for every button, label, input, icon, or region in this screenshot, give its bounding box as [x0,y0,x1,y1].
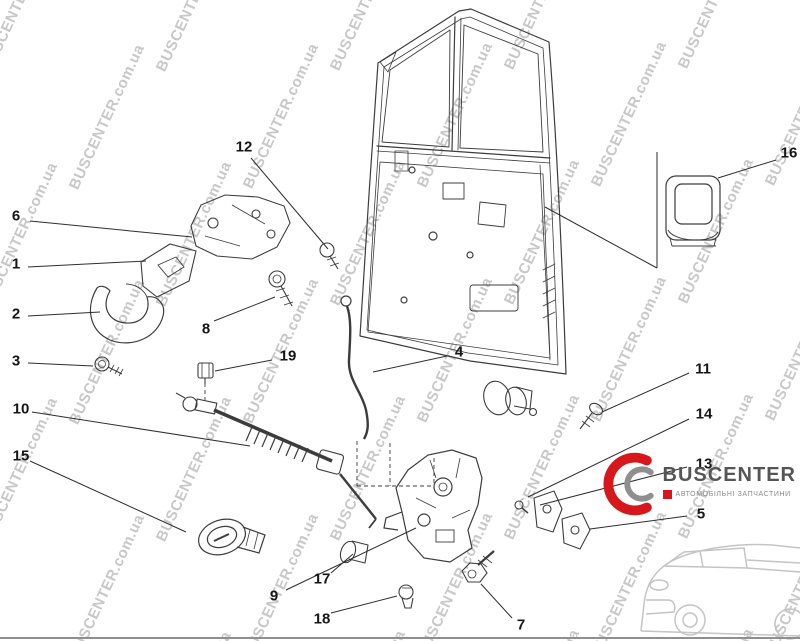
part-label-8: 8 [201,320,211,338]
part-7-hex-bolt [461,550,495,583]
part-11-screw [579,402,603,430]
part-10-linkage-rod-assembly [175,383,377,529]
part-15-lock-cylinder [197,518,266,556]
buscenter-logo: BUSCENTER АВТОМОБІЛЬНІ ЗАПЧАСТИНИ [596,444,796,529]
part-label-3: 3 [11,352,21,370]
part-2-door-pull-handle [89,283,165,344]
part-label-9: 9 [269,587,279,605]
part-14-pin [514,500,529,514]
part-19-clip [197,362,214,384]
part-8-bolt [268,270,294,307]
part-4-lock-rod [340,295,369,440]
part-label-16: 16 [780,144,798,162]
part-label-7: 7 [516,616,526,634]
part-9-door-lock-assembly [383,449,483,563]
part-label-1: 1 [11,255,21,273]
logo-text-block: BUSCENTER АВТОМОБІЛЬНІ ЗАПЧАСТИНИ [662,464,796,499]
logo-brand: BUSCENTER [662,464,796,486]
logo-tagline-row: АВТОМОБІЛЬНІ ЗАПЧАСТИНИ [662,490,796,499]
part-5-bracket [561,512,591,550]
construction-lines [356,441,435,487]
part-label-17: 17 [313,570,331,588]
part-label-12: 12 [235,138,253,156]
leader-lines [27,152,777,619]
part-label-4: 4 [454,343,464,361]
part-label-15: 15 [12,447,30,465]
bottom-divider [0,637,800,639]
logo-tagline: АВТОМОБІЛЬНІ ЗАПЧАСТИНИ [675,491,791,498]
part-label-6: 6 [11,207,21,225]
door-illustration [359,8,567,375]
part-label-10: 10 [12,400,30,418]
part-label-5: 5 [696,505,706,523]
part-3-screw [94,356,124,377]
part-label-2: 2 [11,305,21,323]
door-lock-actuator [483,380,538,417]
part-label-14: 14 [695,405,713,423]
van-sketch [640,543,800,640]
logo-badge-icon [662,490,672,499]
part-label-19: 19 [279,347,297,365]
part-label-13: 13 [695,455,713,473]
part-16-rubber-boot [665,175,721,247]
part-label-11: 11 [695,360,711,378]
part-13-bracket [533,490,563,533]
part-12-bolt [319,242,340,270]
buscenter-logo-mark [603,452,654,516]
part-6-interior-handle-bracket [190,194,291,260]
part-1-handle-gasket [140,243,197,298]
part-18-grommet [398,584,414,609]
part-label-18: 18 [313,610,331,628]
